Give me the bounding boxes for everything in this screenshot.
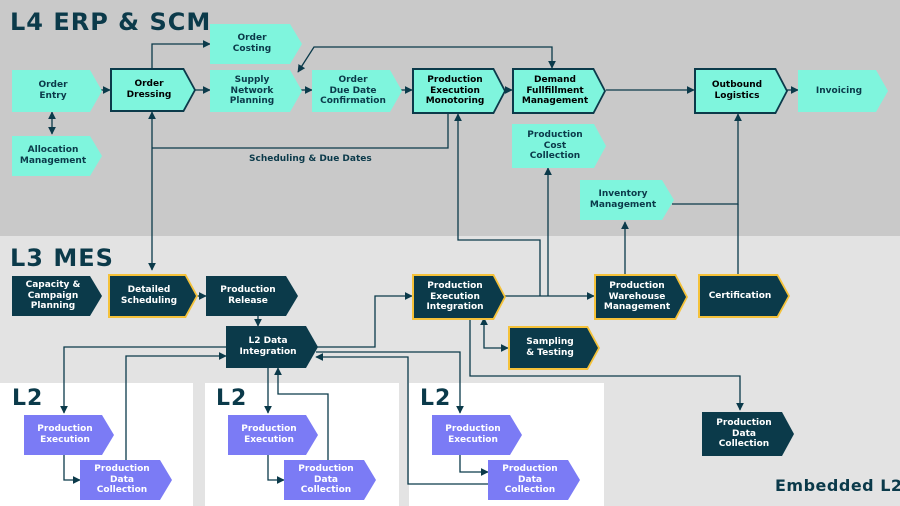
node-production-execution-monitoring[interactable]: Production Execution Monotoring [412,68,506,114]
node-l2c-production-data-collection[interactable]: Production Data Collection [488,460,580,500]
node-order-dressing[interactable]: Order Dressing [110,68,196,112]
node-production-cost-collection[interactable]: Production Cost Collection [512,124,606,168]
edge-l2int-pei [316,292,413,348]
l2-title-2: L2 [216,386,248,411]
node-l2b-production-data-collection[interactable]: Production Data Collection [284,460,376,500]
node-label: Supply Network Planning [229,74,275,107]
edge-pei-pem [454,113,541,296]
edge-l2int-l2a-exec [60,346,226,414]
node-label: Production Data Collection [502,463,558,496]
node-l2b-production-execution[interactable]: Production Execution [228,415,318,455]
l3-title: L3 MES [10,244,114,272]
scheduling-due-dates-label: Scheduling & Due Dates [249,154,372,164]
embedded-l2-title: Embedded L2 [775,476,900,495]
node-label: Production Warehouse Management [603,280,671,313]
node-order-due-date-confirmation[interactable]: Order Due Date Confirmation [312,70,402,112]
node-label: Allocation Management [19,145,87,166]
edge-l2a-collection-l2int [125,352,227,460]
node-embedded-production-data-collection[interactable]: Production Data Collection [702,412,794,456]
node-label: Production Data Collection [716,417,772,450]
node-production-release[interactable]: Production Release [206,276,298,316]
node-allocation-management[interactable]: Allocation Management [12,136,102,176]
node-order-costing[interactable]: Order Costing [210,24,302,64]
node-l2-data-integration[interactable]: L2 Data Integration [226,326,318,368]
node-l2c-production-execution[interactable]: Production Execution [432,415,522,455]
node-label: Demand Fullfillment Management [521,74,589,107]
node-sampling-testing[interactable]: Sampling & Testing [508,326,600,370]
edge-pei-sampling [480,317,509,352]
node-certification[interactable]: Certification [698,274,790,318]
node-label: Inventory Management [589,189,657,210]
node-label: Certification [708,290,772,301]
edge-dfm-snp-loop [297,46,556,73]
node-label: Order Due Date Confirmation [320,74,386,107]
node-label: Production Execution Integration [426,280,484,313]
edge-pei-embedded-collection [469,318,744,411]
node-label: Production Cost Collection [527,129,583,162]
node-label: L2 Data Integration [239,336,297,357]
node-demand-fulfillment-management[interactable]: Demand Fullfillment Management [512,68,606,114]
node-production-execution-integration[interactable]: Production Execution Integration [412,274,506,320]
edge-inventory-outbound [672,113,742,205]
node-label: Production Execution [241,424,297,445]
edge-l2c-collection-l2int [315,353,488,485]
edge-l2b-exec-collection [267,455,285,484]
node-label: Sampling & Testing [526,337,574,358]
node-order-entry[interactable]: Order Entry [12,70,102,112]
edge-l2b-collection-l2int [274,367,329,460]
node-label: Capacity & Campaign Planning [25,279,81,312]
node-label: Production Execution [445,424,501,445]
node-inventory-management[interactable]: Inventory Management [580,180,674,220]
node-label: Production Data Collection [298,463,354,496]
node-label: Production Release [220,285,276,306]
node-production-warehouse-management[interactable]: Production Warehouse Management [594,274,688,320]
node-label: Order Costing [232,33,272,54]
edge-l2int-l2c-exec [316,351,464,414]
edge-l2c-exec-collection [459,455,489,476]
node-label: Invoicing [815,85,863,96]
l4-title: L4 ERP & SCM [10,8,212,36]
node-label: Production Execution [37,424,93,445]
node-label: Production Execution Monotoring [425,74,485,107]
node-l2a-production-execution[interactable]: Production Execution [24,415,114,455]
edge-scheduling-due-dates [152,112,449,149]
node-label: Order Entry [38,80,68,101]
l2-title-1: L2 [12,386,44,411]
node-invoicing[interactable]: Invoicing [798,70,888,112]
edge-l2a-exec-collection [63,455,81,484]
node-label: Order Dressing [126,79,172,100]
node-l2a-production-data-collection[interactable]: Production Data Collection [80,460,172,500]
l2-title-3: L2 [420,386,452,411]
node-supply-network-planning[interactable]: Supply Network Planning [210,70,302,112]
node-capacity-campaign-planning[interactable]: Capacity & Campaign Planning [12,276,102,316]
node-outbound-logistics[interactable]: Outbound Logistics [694,68,788,114]
edge-dressing-costing [151,40,211,70]
node-label: Production Data Collection [94,463,150,496]
node-label: Detailed Scheduling [120,285,178,306]
node-label: Outbound Logistics [711,80,763,101]
node-detailed-scheduling[interactable]: Detailed Scheduling [108,274,198,318]
